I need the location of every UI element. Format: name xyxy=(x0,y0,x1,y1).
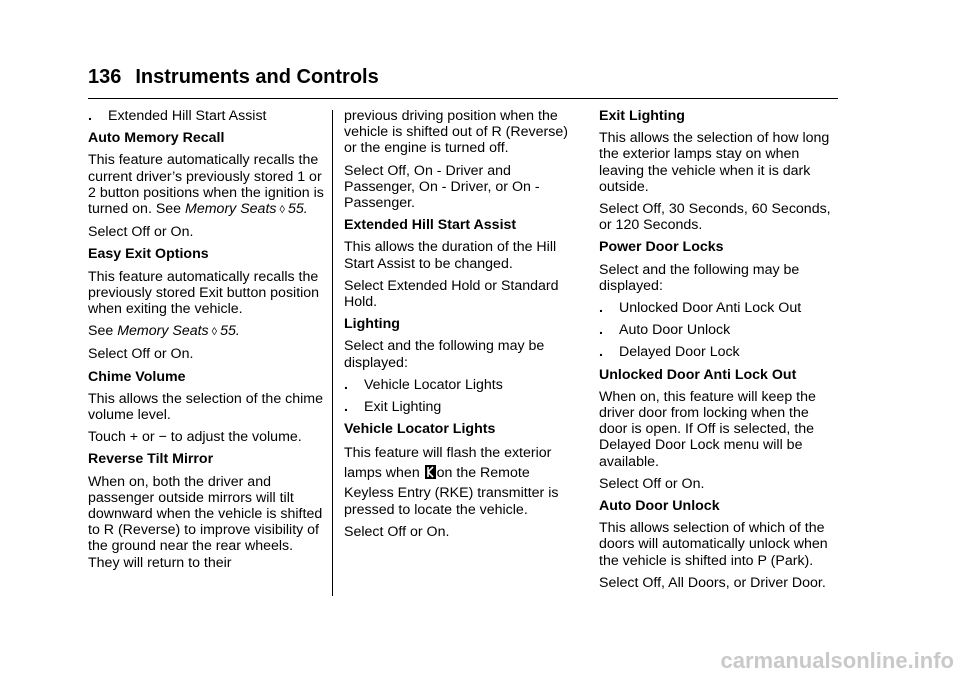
page-ref-number: 55 xyxy=(220,323,236,340)
paragraph: When on, both the driver and passenger o… xyxy=(88,473,323,571)
heading-vehicle-locator-lights: Vehicle Locator Lights xyxy=(344,421,496,438)
paragraph: Select Extended Hold or Standard Hold. xyxy=(344,277,559,311)
list-item-text: Vehicle Locator Lights xyxy=(364,376,503,393)
paragraph: This feature automatically recalls the c… xyxy=(88,152,324,218)
column-2: previous driving position when the vehic… xyxy=(344,108,580,546)
paragraph-text: on the Remote xyxy=(436,465,530,482)
heading-auto-door-unlock: Auto Door Unlock xyxy=(599,498,720,515)
paragraph: Select Off, 30 Seconds, 60 Seconds, or 1… xyxy=(599,201,831,234)
period: . xyxy=(235,323,240,340)
heading-chime-volume: Chime Volume xyxy=(88,368,186,385)
heading-unlocked-door-anti-lock-out: Unlocked Door Anti Lock Out xyxy=(599,366,797,383)
cross-reference-link[interactable]: Memory Seats xyxy=(117,323,209,340)
cross-reference-link[interactable]: Memory Seats xyxy=(185,201,277,218)
list-item-text: Exit Lighting xyxy=(364,399,442,416)
paragraph: Select Off, All Doors, or Driver Door. xyxy=(599,574,826,591)
paragraph-text: This feature will flash the exterior xyxy=(344,445,552,462)
bullet-glyph: . xyxy=(344,376,348,393)
column-divider xyxy=(332,110,333,596)
paragraph: This allows the duration of the Hill Sta… xyxy=(344,239,557,272)
list-item: . Exit Lighting xyxy=(344,399,580,415)
paragraph: This feature automatically recalls the p… xyxy=(88,268,320,318)
list-item-text: Auto Door Unlock xyxy=(619,322,731,339)
list-item: . Auto Door Unlock xyxy=(599,322,835,338)
list-item: . Extended Hill Start Assist xyxy=(88,108,324,124)
paragraph: Touch + or − to adjust the volume. xyxy=(88,429,302,446)
section-title: Instruments and Controls xyxy=(135,66,379,88)
heading-power-door-locks: Power Door Locks xyxy=(599,239,724,256)
header-rule xyxy=(88,98,838,99)
bullet-glyph: . xyxy=(599,300,603,317)
paragraph: Select Off or On. xyxy=(344,523,450,540)
list-item-text: Unlocked Door Anti Lock Out xyxy=(619,300,802,317)
page-number: 136 xyxy=(88,66,122,88)
column-1: . Extended Hill Start Assist Auto Memory… xyxy=(88,108,324,577)
heading-lighting: Lighting xyxy=(344,316,400,333)
paragraph: Select Off or On. xyxy=(88,346,194,363)
heading-extended-hill-start-assist: Extended Hill Start Assist xyxy=(344,217,517,234)
remote-lock-icon xyxy=(424,465,436,480)
watermark: carmanualsonline.info xyxy=(720,648,955,673)
heading-reverse-tilt-mirror: Reverse Tilt Mirror xyxy=(88,451,214,468)
bullet-glyph: . xyxy=(88,108,92,124)
paragraph: This allows the selection of the chime v… xyxy=(88,390,323,424)
list-item: . Vehicle Locator Lights xyxy=(344,377,580,393)
heading-auto-memory-recall: Auto Memory Recall xyxy=(88,130,225,147)
page-ref-icon: ◊ xyxy=(279,204,285,217)
list-item-text: Delayed Door Lock xyxy=(619,344,740,361)
heading-easy-exit-options: Easy Exit Options xyxy=(88,246,209,263)
column-3: Exit Lighting This allows the selection … xyxy=(599,108,835,597)
bullet-glyph: . xyxy=(599,344,603,361)
list-item: . Delayed Door Lock xyxy=(599,344,835,360)
paragraph: Select Off, On - Driver and Passenger, O… xyxy=(344,162,540,212)
paragraph: This allows selection of which of the do… xyxy=(599,520,828,569)
paragraph: Keyless Entry (RKE) transmitter is press… xyxy=(344,485,559,518)
paragraph-text: See xyxy=(88,323,118,340)
paragraph: Select Off or On. xyxy=(599,475,705,492)
paragraph-text: lamps when xyxy=(344,465,424,482)
paragraph: Select and the following may be displaye… xyxy=(344,338,545,371)
list-item: . Unlocked Door Anti Lock Out xyxy=(599,300,835,316)
paragraph: previous driving position when the vehic… xyxy=(344,108,568,157)
page-header: 136 Instruments and Controls xyxy=(88,66,840,89)
paragraph-text: This feature automatically recalls the c… xyxy=(88,152,324,218)
list-item-text: Extended Hill Start Assist xyxy=(108,108,267,124)
paragraph: See Memory Seats◊55. xyxy=(88,323,324,340)
paragraph: When on, this feature will keep the driv… xyxy=(599,388,816,470)
bullet-glyph: . xyxy=(344,399,348,416)
paragraph: Select Off or On. xyxy=(88,224,194,241)
heading-exit-lighting: Exit Lighting xyxy=(599,108,685,124)
period: . xyxy=(303,201,308,218)
page-ref-number: 55 xyxy=(287,201,304,218)
paragraph: Select and the following may be displaye… xyxy=(599,261,800,294)
paragraph: This feature will flash the exterior lam… xyxy=(344,443,580,483)
bullet-glyph: . xyxy=(599,322,603,339)
paragraph: This allows the selection of how long th… xyxy=(599,130,830,195)
page-ref-icon: ◊ xyxy=(211,326,218,339)
